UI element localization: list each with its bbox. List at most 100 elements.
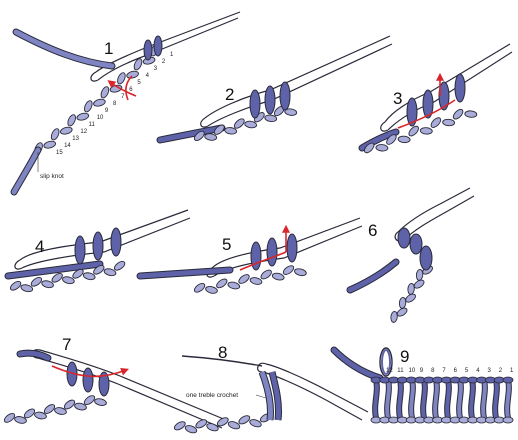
step-number: 9	[400, 347, 409, 366]
chain-link	[83, 100, 94, 114]
chain-link	[83, 394, 96, 406]
chain-link	[43, 403, 56, 415]
chain-count-label: 12	[80, 129, 87, 135]
chain-link	[76, 112, 89, 121]
chain-count-label: 14	[64, 143, 71, 149]
step-number: 8	[218, 343, 227, 362]
chain-link	[420, 127, 432, 134]
direction-arrow	[240, 252, 286, 270]
chain-link	[259, 268, 272, 280]
step-number: 2	[225, 85, 234, 104]
chain-link	[407, 283, 415, 295]
chain-count-label: 8	[113, 101, 117, 107]
chain-link	[398, 136, 410, 143]
chain-count-label: 9	[105, 108, 109, 114]
top-chain-link	[503, 377, 513, 383]
foundation-chain	[193, 105, 297, 143]
chain-link	[376, 144, 388, 151]
chain-link	[294, 268, 307, 277]
stitch-count-label: 8	[431, 368, 435, 374]
chain-link	[233, 117, 246, 130]
chain-link	[216, 416, 230, 428]
chain-link	[23, 407, 36, 419]
chain-link	[116, 72, 127, 86]
chain-count-label: 7	[121, 94, 125, 100]
stitch-count-label: 6	[454, 368, 458, 374]
stitch-label: one treble crochet	[186, 392, 238, 399]
chain-link	[113, 260, 126, 272]
chain-link	[215, 277, 228, 289]
chain-count-label: 10	[97, 115, 104, 121]
stitch-count-label: 5	[465, 368, 469, 374]
step-number: 3	[393, 89, 402, 108]
panel-3: 3	[362, 44, 512, 154]
chain-link	[30, 276, 43, 288]
chain-link	[66, 114, 77, 128]
stitch-count-label: 7	[442, 368, 446, 374]
chain-link	[282, 264, 295, 276]
chain-link	[237, 273, 250, 285]
chain-link	[442, 119, 454, 126]
panel-2: 2	[160, 36, 392, 142]
chain-link	[249, 276, 262, 285]
foundation-chain	[363, 108, 477, 155]
step-number: 7	[62, 335, 71, 354]
chain-link	[126, 70, 139, 79]
chain-link	[9, 280, 22, 292]
slip-knot-label: slip knot	[40, 173, 64, 180]
stitch-count-label: 12	[386, 368, 393, 374]
chain-link	[173, 420, 187, 432]
chain-link	[205, 285, 218, 294]
stitch-count-label: 3	[488, 368, 492, 374]
chain-count-label: 2	[162, 59, 166, 65]
chain-count-label: 4	[146, 73, 150, 79]
chain-link	[50, 128, 61, 142]
stitch-count-label: 1	[510, 368, 514, 374]
step-number: 6	[368, 221, 377, 240]
chain-link	[399, 297, 407, 309]
chain-link	[3, 412, 16, 424]
stitch-count-label: 11	[397, 368, 404, 374]
chain-count-label: 13	[72, 136, 79, 142]
stitch-count-label: 9	[420, 368, 424, 374]
step-number: 5	[222, 235, 231, 254]
chain-link	[416, 269, 424, 281]
step-number: 1	[104, 39, 113, 58]
chain-link	[63, 398, 76, 410]
stitch-count-labels: 12 11 10 9 8 7 6 5 4 3 2 1	[386, 368, 514, 374]
treble-row	[371, 377, 513, 423]
step-number: 4	[35, 237, 44, 256]
foundation-chain	[173, 412, 273, 434]
chain-link	[60, 126, 73, 135]
chain-link	[429, 116, 442, 129]
chain-link	[272, 272, 285, 281]
chain-link	[193, 282, 206, 294]
stitch-count-label: 2	[499, 368, 503, 374]
foundation-chain	[3, 394, 107, 424]
chain-link	[390, 311, 398, 323]
panel-5: 5	[140, 218, 362, 294]
chain-link	[43, 140, 56, 149]
stitch-count-label: 4	[476, 368, 480, 374]
chain-count-label: 1	[170, 52, 174, 58]
chain-link	[94, 398, 107, 407]
chain-link	[465, 110, 477, 117]
stitch-count-label: 10	[409, 368, 416, 374]
chain-link	[99, 86, 110, 100]
chain-count-label: 11	[89, 122, 96, 128]
panel-4: 4	[8, 210, 190, 293]
chain-link	[452, 108, 465, 121]
chain-link	[238, 414, 252, 426]
panel-6: 6	[350, 188, 474, 323]
chain-count-label: 6	[129, 87, 133, 93]
chain-link	[407, 125, 420, 138]
panel-7: 7	[3, 335, 226, 428]
chain-count-label: 3	[154, 66, 158, 72]
chain-link	[227, 281, 240, 290]
chain-count-label: 5	[137, 80, 141, 86]
chain-link	[93, 98, 106, 107]
treble-stitch	[262, 372, 279, 420]
